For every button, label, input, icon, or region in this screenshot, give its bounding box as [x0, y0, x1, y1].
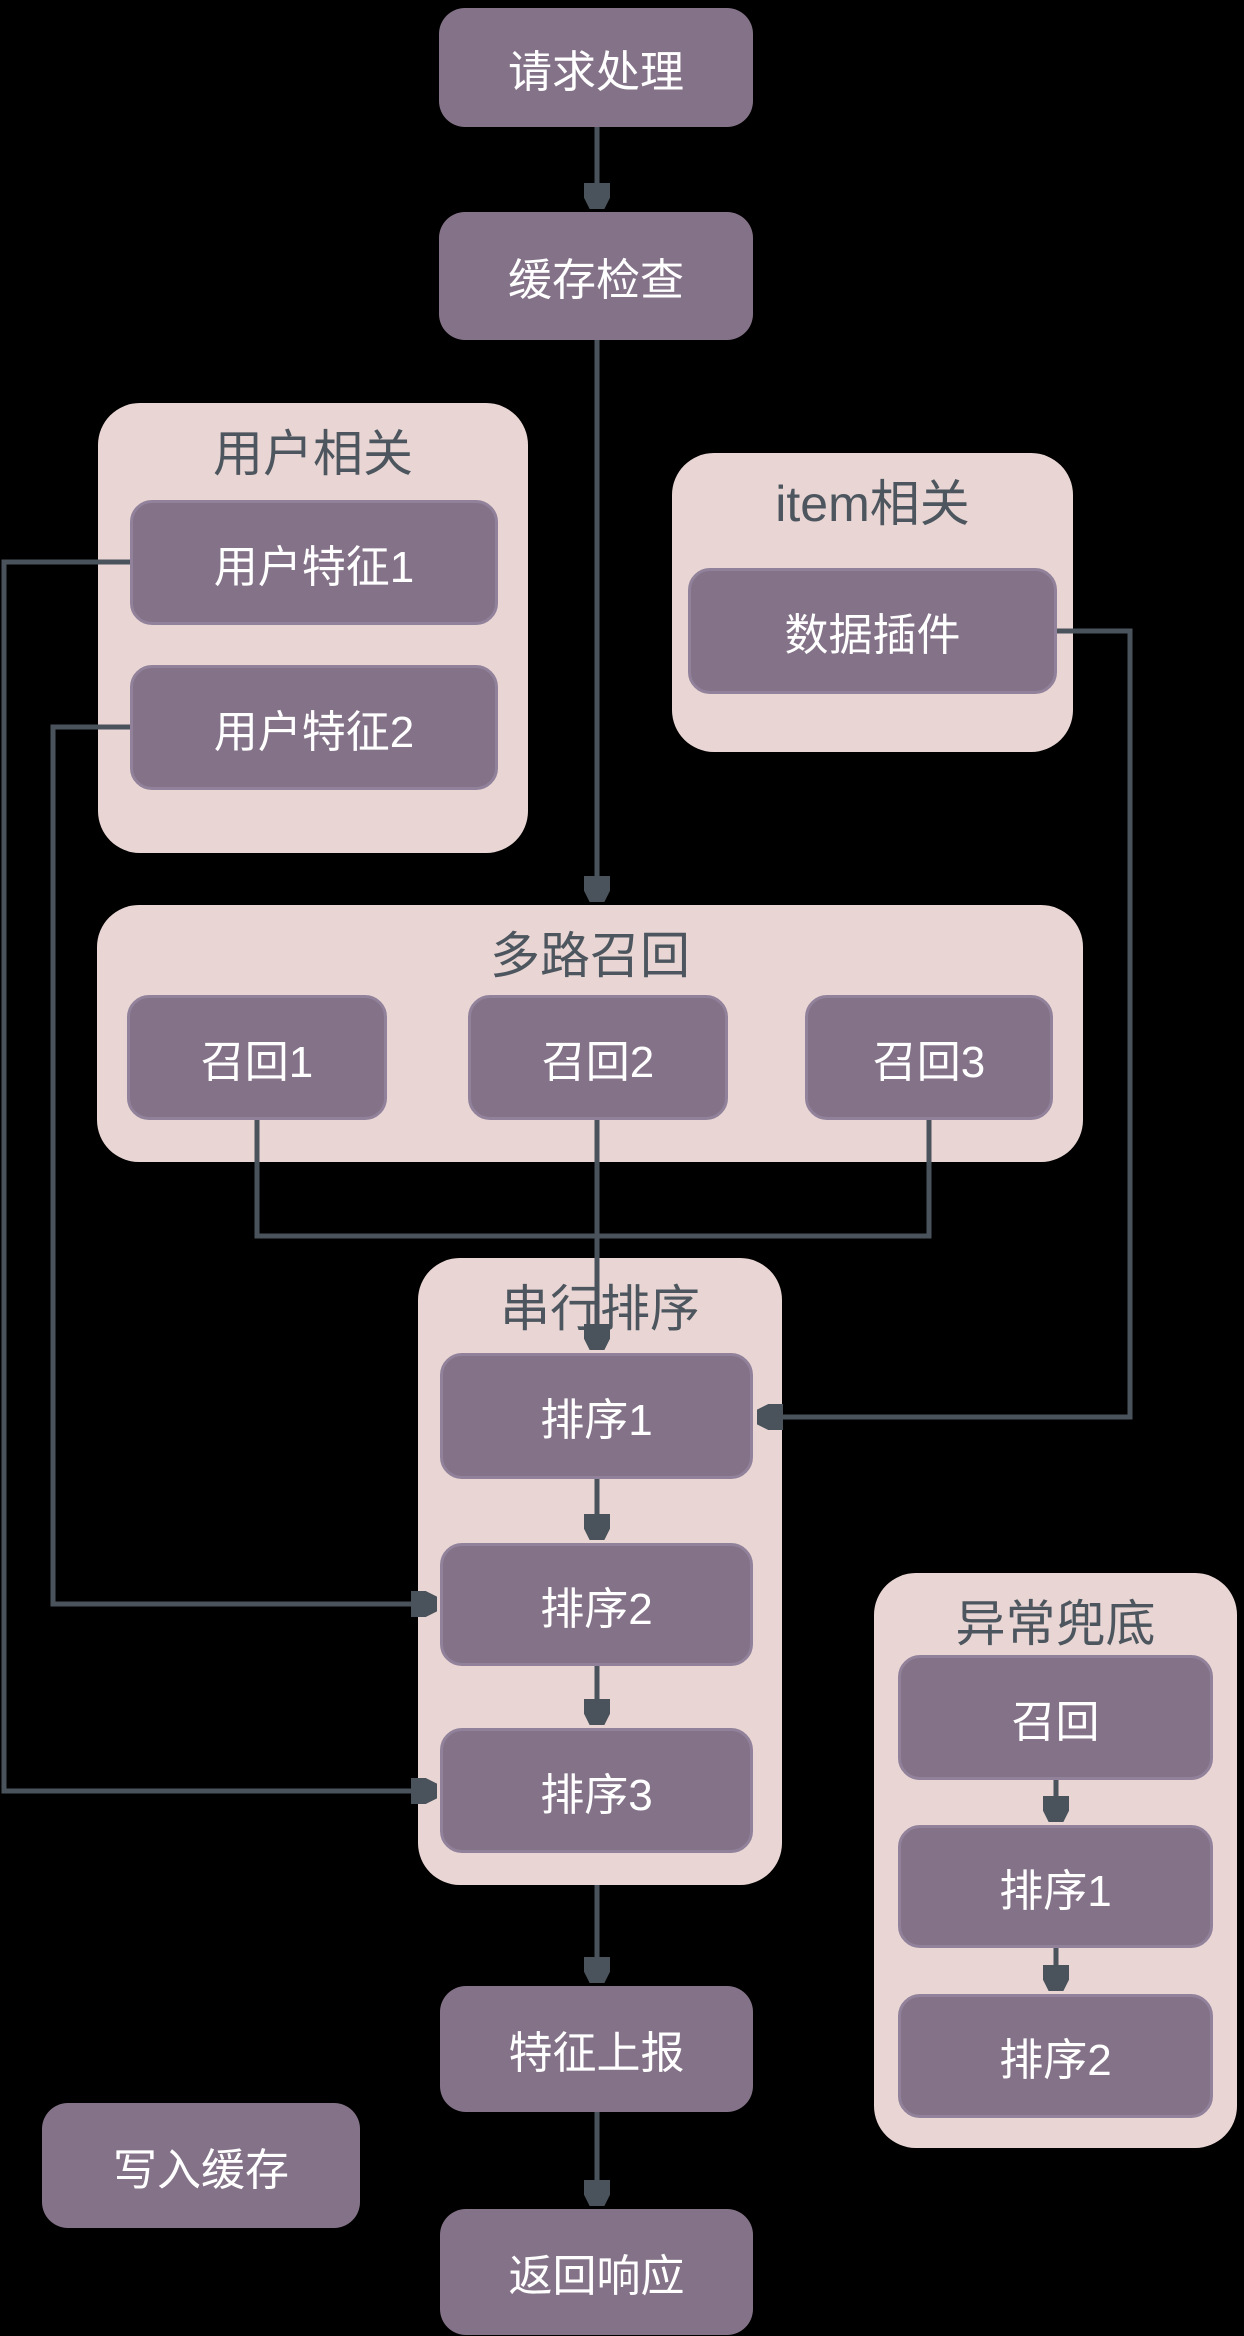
fallback-recall-node: 召回 — [898, 1655, 1213, 1780]
exception-fallback-group-title: 异常兜底 — [955, 1596, 1156, 1652]
user-related-group: 用户相关 用户特征1 用户特征2 — [98, 403, 528, 853]
user-feature-2-node: 用户特征2 — [130, 665, 498, 790]
data-plugin-node: 数据插件 — [688, 568, 1057, 694]
rank-3-node: 排序3 — [440, 1728, 753, 1853]
exception-fallback-group: 异常兜底 召回 排序1 排序2 — [874, 1573, 1237, 2148]
fallback-rank-1-node: 排序1 — [898, 1825, 1213, 1948]
feature-report-node: 特征上报 — [440, 1986, 753, 2112]
user-feature-1-node: 用户特征1 — [130, 500, 498, 625]
multi-recall-group: 多路召回 召回1 召回2 召回3 — [97, 905, 1083, 1162]
serial-rank-group: 串行排序 排序1 排序2 排序3 — [418, 1258, 782, 1885]
recall-3-node: 召回3 — [805, 995, 1053, 1120]
item-related-group: item相关 数据插件 — [672, 453, 1073, 752]
request-handling-node: 请求处理 — [439, 8, 753, 127]
recall-1-node: 召回1 — [127, 995, 387, 1120]
edge-userfeature2-to-rank2 — [50, 724, 432, 1604]
cache-check-node: 缓存检查 — [439, 212, 753, 340]
serial-rank-group-title: 串行排序 — [500, 1281, 700, 1337]
item-related-group-title: item相关 — [775, 476, 970, 532]
user-related-group-title: 用户相关 — [213, 426, 413, 482]
recall-2-node: 召回2 — [468, 995, 728, 1120]
fallback-rank-2-node: 排序2 — [898, 1994, 1213, 2118]
rank-1-node: 排序1 — [440, 1353, 753, 1479]
write-cache-node: 写入缓存 — [42, 2103, 360, 2228]
multi-recall-group-title: 多路召回 — [490, 928, 690, 984]
rank-2-node: 排序2 — [440, 1543, 753, 1666]
return-response-node: 返回响应 — [440, 2209, 753, 2335]
